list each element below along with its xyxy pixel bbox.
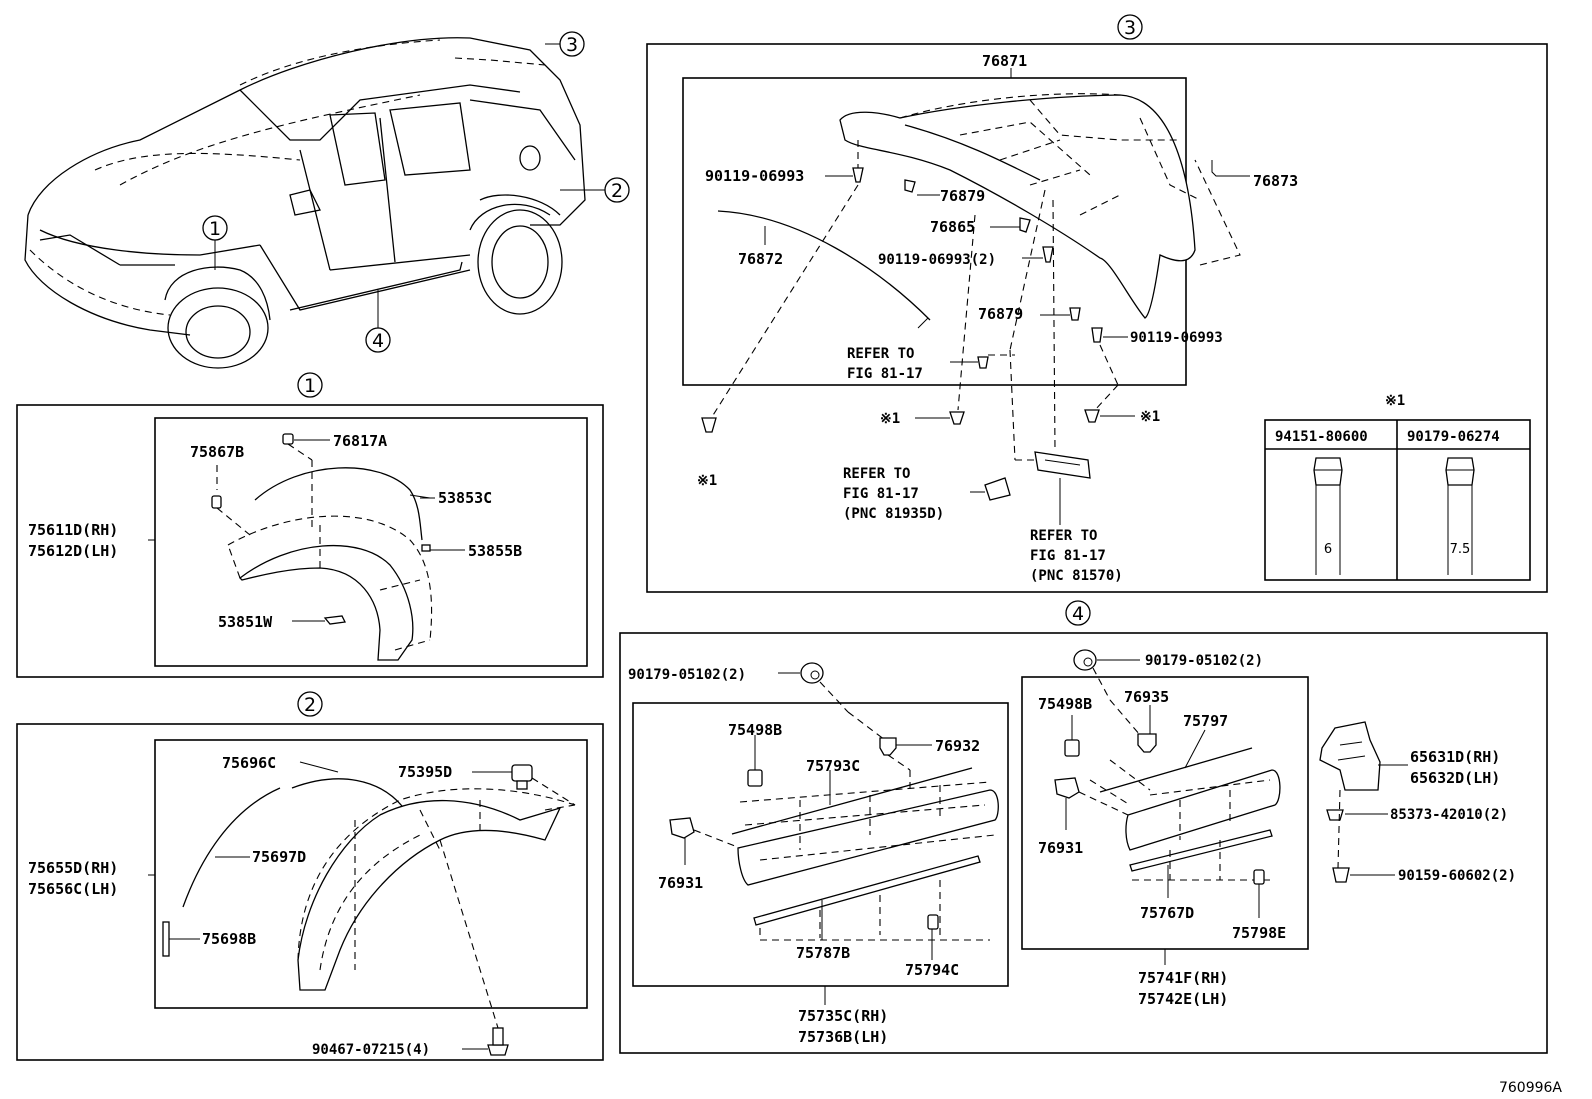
part-75696C: 75696C	[222, 754, 276, 772]
part-76931-left: 76931	[658, 874, 703, 892]
part-76871: 76871	[982, 52, 1027, 70]
section-1-outer-frame	[16, 404, 604, 678]
part-90119-06993-2: 90119-06993(2)	[878, 252, 996, 268]
section-1-inner-frame	[154, 417, 588, 667]
part-90179-05102-left: 90179-05102(2)	[628, 667, 746, 683]
part-90119-06993-a: 90119-06993	[705, 167, 804, 185]
note-table-header-1: 94151-80600	[1275, 429, 1368, 445]
part-75498B-mid: 75498B	[1038, 695, 1092, 713]
note-table-title: ※1	[1385, 393, 1405, 409]
section-4-outer-frame	[619, 632, 1548, 1054]
refer-2-line-1: REFER TO	[843, 466, 910, 482]
section-2-outer-frame	[16, 723, 604, 1061]
section-2: 2 75655D(RH) 75656C(LH) 75696C 75395D 75…	[16, 691, 604, 1061]
part-76872: 76872	[738, 250, 783, 268]
part-75787B: 75787B	[796, 944, 850, 962]
part-75395D: 75395D	[398, 763, 452, 781]
part-76865: 76865	[930, 218, 975, 236]
refer-2-line-3: (PNC 81935D)	[843, 506, 944, 522]
part-75735C: 75735C(RH)	[798, 1007, 888, 1025]
part-76879-b: 76879	[978, 305, 1023, 323]
section-2-inner-frame	[154, 739, 588, 1009]
part-90119-06993-b: 90119-06993	[1130, 330, 1223, 346]
part-75742E: 75742E(LH)	[1138, 990, 1228, 1008]
section-3: 3 76871 76872 90119-06993 76879 76873	[646, 14, 1548, 593]
section-3-marker: 3	[1124, 17, 1136, 39]
note-table-value-1: 6	[1324, 542, 1332, 557]
section-4-left-frame	[632, 702, 1009, 987]
note-mark-b: ※1	[880, 411, 900, 427]
part-75736B: 75736B(LH)	[798, 1028, 888, 1046]
part-65632D: 65632D(LH)	[1410, 769, 1500, 787]
part-90159-60602: 90159-60602(2)	[1398, 868, 1516, 884]
note-table-header-2: 90179-06274	[1407, 429, 1500, 445]
part-75867B: 75867B	[190, 443, 244, 461]
part-76879-a: 76879	[940, 187, 985, 205]
part-75793C: 75793C	[806, 757, 860, 775]
part-75656C: 75656C(LH)	[28, 880, 118, 898]
refer-2-line-2: FIG 81-17	[843, 486, 919, 502]
note-mark-a: ※1	[697, 473, 717, 489]
part-65631D: 65631D(RH)	[1410, 748, 1500, 766]
refer-3-line-1: REFER TO	[1030, 528, 1097, 544]
part-90467-07215: 90467-07215(4)	[312, 1042, 430, 1058]
part-75697D: 75697D	[252, 848, 306, 866]
note-table-value-2: 7.5	[1450, 542, 1471, 557]
part-76932: 76932	[935, 737, 980, 755]
section-4: 4 90179-05102(2) 75498B 76932 75793C	[619, 600, 1548, 1054]
part-75611D: 75611D(RH)	[28, 521, 118, 539]
part-75797: 75797	[1183, 712, 1228, 730]
part-75698B: 75698B	[202, 930, 256, 948]
refer-1-line-1: REFER TO	[847, 346, 914, 362]
diagram-code: 760996A	[1499, 1080, 1562, 1096]
note-mark-c: ※1	[1140, 409, 1160, 425]
section-4-marker: 4	[1072, 603, 1084, 625]
part-75612D: 75612D(LH)	[28, 542, 118, 560]
overview-marker-4: 4	[372, 330, 384, 352]
part-75798E: 75798E	[1232, 924, 1286, 942]
refer-1-line-2: FIG 81-17	[847, 366, 923, 382]
section-2-marker: 2	[304, 694, 316, 716]
section-1-marker: 1	[304, 375, 316, 397]
overview-marker-2: 2	[611, 180, 623, 202]
overview-marker-3: 3	[566, 34, 578, 56]
part-75655D: 75655D(RH)	[28, 859, 118, 877]
refer-3-line-3: (PNC 81570)	[1030, 568, 1123, 584]
section-3-outer-frame	[646, 43, 1548, 593]
refer-3-line-2: FIG 81-17	[1030, 548, 1106, 564]
overview-marker-1: 1	[209, 218, 221, 240]
part-53855B: 53855B	[468, 542, 522, 560]
part-75498B-left: 75498B	[728, 721, 782, 739]
part-76935: 76935	[1124, 688, 1169, 706]
part-76931-mid: 76931	[1038, 839, 1083, 857]
section-1: 1 75611D(RH) 75612D(LH) 75867B 76817A 53…	[16, 372, 604, 678]
part-76873: 76873	[1253, 172, 1298, 190]
part-76817A: 76817A	[333, 432, 387, 450]
part-90179-05102-mid: 90179-05102(2)	[1145, 653, 1263, 669]
note-table: 94151-80600 90179-06274 6 7.5	[1264, 419, 1531, 581]
part-53851W: 53851W	[218, 613, 273, 631]
part-75767D: 75767D	[1140, 904, 1194, 922]
part-75794C: 75794C	[905, 961, 959, 979]
part-53853C: 53853C	[438, 489, 492, 507]
part-75741F: 75741F(RH)	[1138, 969, 1228, 987]
part-85373-42010: 85373-42010(2)	[1390, 807, 1508, 823]
vehicle-overview: 3 2 1 4	[24, 31, 630, 369]
